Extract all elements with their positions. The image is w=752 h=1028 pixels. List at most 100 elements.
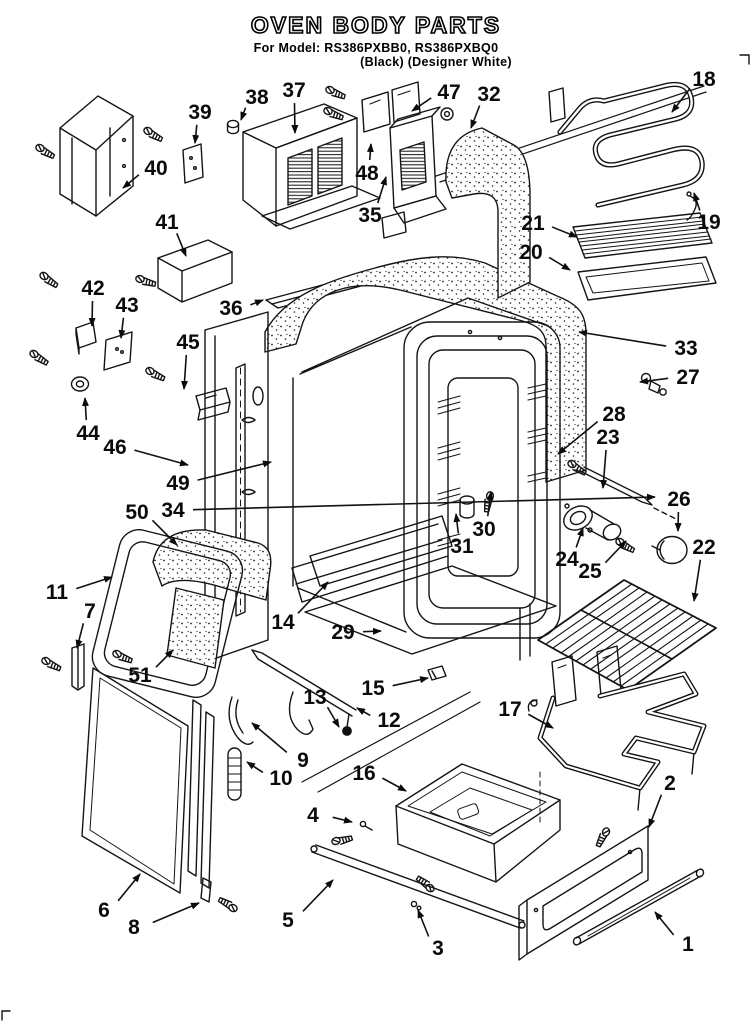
screw-icon: [143, 365, 167, 382]
callout-label-18: 18: [692, 68, 716, 91]
callout-label-23: 23: [596, 426, 619, 449]
callout-label-40: 40: [144, 157, 167, 180]
callout-leader-37: [291, 102, 299, 134]
screw-icon: [27, 348, 51, 367]
grommet-drawing: [70, 376, 90, 392]
callout-label-16: 16: [352, 762, 375, 785]
callout-leader-6: [117, 873, 141, 902]
door-insulation-pad-drawing: [166, 587, 225, 669]
callout-leader-49: [197, 460, 272, 481]
callout-label-21: 21: [521, 212, 545, 235]
callout-leader-11: [76, 576, 113, 590]
callout-leader-45: [181, 354, 189, 390]
callout-label-24: 24: [555, 548, 579, 571]
callout-leader-7: [75, 623, 85, 649]
callout-leader-51: [155, 649, 174, 668]
mount-bracket-drawing: [361, 81, 421, 133]
screw-icon: [134, 274, 158, 288]
callout-label-47: 47: [437, 81, 460, 104]
callout-label-33: 33: [674, 337, 697, 360]
callout-label-15: 15: [361, 677, 385, 700]
screw-icon: [37, 270, 61, 289]
callout-leader-23: [600, 449, 608, 489]
front-insulation-pad-drawing: [152, 529, 272, 601]
callout-label-29: 29: [331, 621, 354, 644]
callout-label-35: 35: [358, 204, 382, 227]
callout-leader-47: [411, 97, 432, 112]
callout-leader-46: [134, 449, 189, 467]
broiler-pan-drawing: [577, 256, 717, 301]
callout-label-10: 10: [269, 767, 292, 790]
callout-leader-15: [392, 676, 429, 687]
callout-label-8: 8: [128, 916, 140, 939]
callout-label-20: 20: [519, 241, 542, 264]
callout-label-41: 41: [155, 211, 179, 234]
oven-light-drawing: [563, 503, 622, 541]
callout-leader-28: [557, 420, 599, 455]
storage-drawer-drawing: [395, 763, 561, 883]
fuse-block-drawing: [75, 321, 97, 355]
door-panel-drawing: [81, 667, 215, 903]
callout-label-44: 44: [76, 422, 100, 445]
callout-label-48: 48: [355, 162, 379, 185]
callout-leader-27: [639, 377, 669, 385]
callout-leader-24: [575, 527, 584, 548]
screw-icon: [110, 648, 134, 665]
page-title: OVEN BODY PARTS: [250, 11, 502, 39]
callout-leader-25: [604, 540, 627, 564]
drawer-glide-rail-drawing: [310, 844, 526, 929]
callout-label-43: 43: [115, 294, 138, 317]
drawer-front-panel-drawing: [518, 825, 649, 961]
callout-label-42: 42: [81, 277, 104, 300]
callout-label-51: 51: [128, 664, 152, 687]
callout-leader-22: [691, 559, 702, 602]
hinge-pin-rail-drawing: [251, 649, 357, 736]
clip-drawing: [195, 387, 231, 421]
callout-label-34: 34: [161, 499, 185, 522]
callout-leader-35: [376, 176, 387, 204]
callout-label-6: 6: [98, 899, 110, 922]
callout-label-19: 19: [697, 211, 720, 234]
screw-icon: [595, 825, 612, 849]
screw-icon: [330, 832, 354, 848]
broiler-grid-drawing: [572, 212, 713, 259]
callout-label-22: 22: [692, 536, 715, 559]
cavity-insulation-wrap-drawing: [264, 256, 587, 483]
callout-leader-29: [362, 627, 382, 635]
callout-leader-17: [527, 713, 554, 729]
screw-icon: [216, 896, 240, 914]
callout-leader-20: [548, 256, 571, 271]
callout-leader-18: [671, 87, 691, 113]
callout-leader-32: [470, 105, 481, 129]
callout-label-9: 9: [297, 749, 309, 772]
callout-label-25: 25: [578, 560, 602, 583]
vent-duct-drawing: [381, 106, 447, 239]
glide-clip-drawing: [410, 900, 422, 911]
callout-leader-36: [250, 299, 264, 307]
hinge-arm-drawing: [228, 696, 254, 745]
callout-leader-9: [251, 722, 288, 753]
callout-leader-21: [551, 226, 578, 238]
callout-label-32: 32: [477, 83, 500, 106]
drawer-handle-drawing: [572, 868, 705, 946]
callout-label-36: 36: [219, 297, 242, 320]
callout-label-7: 7: [84, 600, 96, 623]
callout-label-11: 11: [46, 581, 69, 604]
callout-label-3: 3: [432, 937, 444, 960]
rear-vent-panel-drawing: [242, 103, 381, 230]
element-support-drawing: [459, 495, 475, 519]
callout-leader-43: [118, 317, 126, 339]
switch-assembly-drawing: [640, 372, 667, 396]
callout-leader-10: [246, 761, 264, 774]
callout-label-5: 5: [282, 909, 294, 932]
support-bracket-drawing: [157, 239, 233, 303]
side-spacer-channel-drawing: [59, 95, 134, 217]
oven-liner-drawing: [292, 297, 561, 661]
nut-drawing: [226, 119, 240, 135]
callout-leader-30: [486, 491, 494, 517]
callout-label-49: 49: [166, 472, 189, 495]
drawer-element-drawing: [527, 645, 707, 811]
callout-leader-33: [578, 329, 667, 347]
callout-leader-34: [192, 493, 656, 511]
